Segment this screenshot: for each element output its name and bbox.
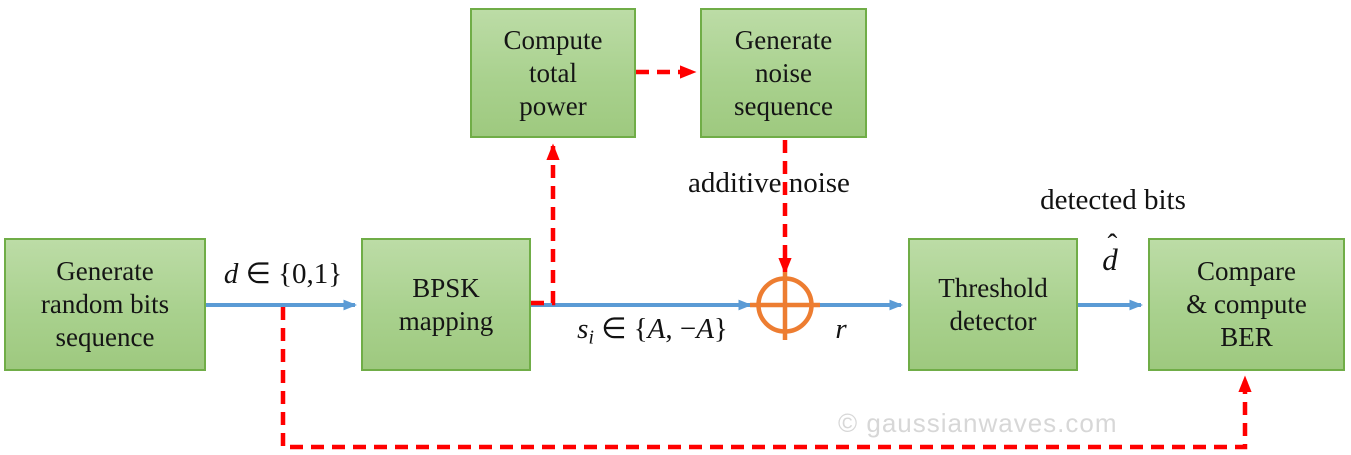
math-var-a2: A xyxy=(696,313,714,345)
block-compute-total-power: Compute total power xyxy=(470,8,636,138)
block-label-line: Threshold xyxy=(938,272,1048,303)
block-label-line: noise xyxy=(755,57,812,88)
block-label-line: sequence xyxy=(734,90,833,121)
block-label-line: random bits xyxy=(40,289,170,319)
block-label-line: mapping xyxy=(398,305,494,336)
block-label-line: power xyxy=(519,90,587,121)
block-label-line: Compute xyxy=(503,24,603,55)
watermark-gaussianwaves: © gaussianwaves.com xyxy=(838,408,1118,438)
math-set-close: } xyxy=(713,313,728,345)
math-var-d: d xyxy=(223,258,239,290)
block-bpsk-mapping: BPSK mapping xyxy=(361,238,531,371)
label-additive-noise: additive noise xyxy=(688,167,850,199)
math-var-a1: A xyxy=(647,313,666,345)
block-label-line: detector xyxy=(949,305,1037,336)
block-label-line: sequence xyxy=(55,322,155,352)
dashed-bits-feedback-to-compare xyxy=(280,307,1252,450)
label-detected-bits: detected bits xyxy=(1040,184,1186,216)
hat-accent: ˆ xyxy=(1107,229,1118,262)
label-si-in-set: si ∈ {A, −A} xyxy=(565,314,740,354)
adder-sum-icon xyxy=(750,272,820,340)
block-compare-compute-ber: Compare & compute BER xyxy=(1148,238,1345,371)
math-set-open: ∈ { xyxy=(593,313,648,345)
block-generate-random-bits: Generate random bits sequence xyxy=(4,238,206,371)
block-label-line: & compute xyxy=(1186,289,1307,319)
block-threshold-detector: Threshold detector xyxy=(908,238,1078,371)
block-label-line: total xyxy=(529,57,577,88)
math-sub-i: i xyxy=(588,326,594,349)
block-generate-noise-sequence: Generate noise sequence xyxy=(700,8,867,138)
block-label-line: Generate xyxy=(56,256,154,286)
math-var-d2: d xyxy=(1102,242,1118,277)
math-set-01: ∈ {0,1} xyxy=(238,258,343,290)
dashed-bpsk-to-compute-power xyxy=(531,143,560,306)
label-d-in-01: d ∈ {0,1} xyxy=(213,259,353,290)
math-var-s: s xyxy=(577,313,589,345)
math-comma-minus: , − xyxy=(665,313,697,345)
block-label-line: BER xyxy=(1220,322,1273,352)
block-label-line: Compare xyxy=(1197,256,1296,286)
block-label-line: Generate xyxy=(734,24,833,55)
block-label-line: BPSK xyxy=(412,272,480,303)
label-r: r xyxy=(835,313,847,345)
